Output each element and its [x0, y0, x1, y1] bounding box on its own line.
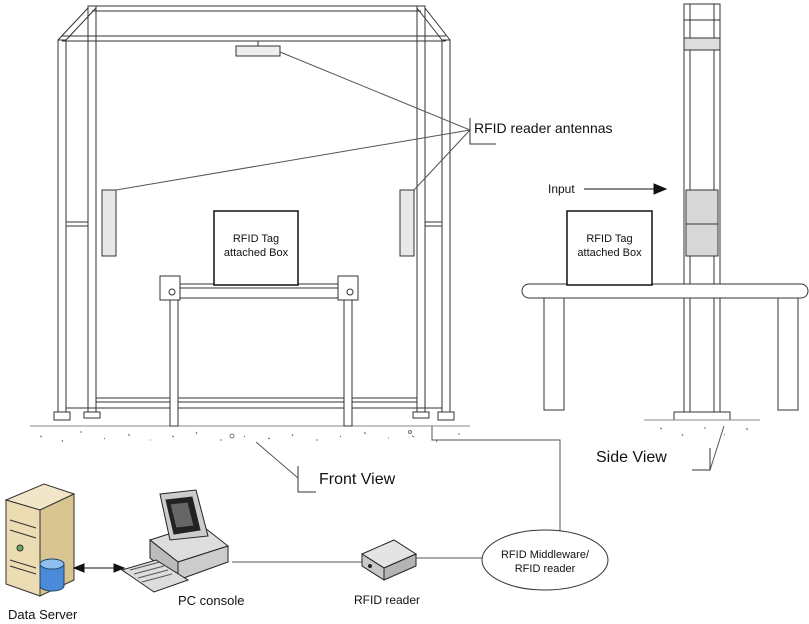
pc-console-icon	[120, 489, 230, 593]
front-view-label: Front View	[319, 471, 396, 488]
middleware-cable	[431, 426, 561, 540]
middleware-line1: RFID Middleware/	[500, 549, 590, 561]
front-box-line2: attached Box	[223, 247, 289, 259]
front-ground-gravel	[39, 430, 460, 443]
server-icon	[4, 483, 76, 597]
side-table	[521, 283, 809, 411]
top-antenna	[235, 45, 281, 57]
middleware-ellipse	[481, 529, 609, 591]
middleware-line2: RFID reader	[514, 563, 576, 575]
front-tagged-box	[213, 210, 299, 286]
side-view-bracket	[692, 448, 711, 471]
database-icon	[39, 558, 65, 592]
server-label: Data Server	[8, 607, 78, 622]
antenna-label: RFID reader antennas	[474, 120, 613, 136]
side-view-label: Side View	[596, 449, 667, 466]
front-box-label: RFID Tag attached Box	[214, 232, 298, 260]
console-label: PC console	[178, 593, 245, 608]
antenna-leader-lines	[115, 51, 471, 191]
side-tagged-box	[566, 210, 653, 286]
side-box-label: RFID Tag attached Box	[567, 232, 652, 260]
side-box-line1: RFID Tag	[586, 233, 633, 245]
reader-label: RFID reader	[354, 593, 421, 607]
front-gantry-frame	[53, 5, 455, 421]
side-antenna	[685, 189, 719, 257]
middleware-label: RFID Middleware/ RFID reader	[490, 548, 600, 576]
front-box-line1: RFID Tag	[232, 233, 280, 245]
side-box-line2: attached Box	[577, 247, 642, 259]
left-antenna	[101, 189, 117, 257]
front-table	[159, 275, 359, 427]
front-view-bracket	[297, 466, 316, 493]
right-antenna	[399, 189, 415, 257]
antenna-label-bracket	[469, 118, 496, 145]
rfid-reader-icon	[360, 539, 418, 581]
input-label: Input	[548, 182, 575, 196]
